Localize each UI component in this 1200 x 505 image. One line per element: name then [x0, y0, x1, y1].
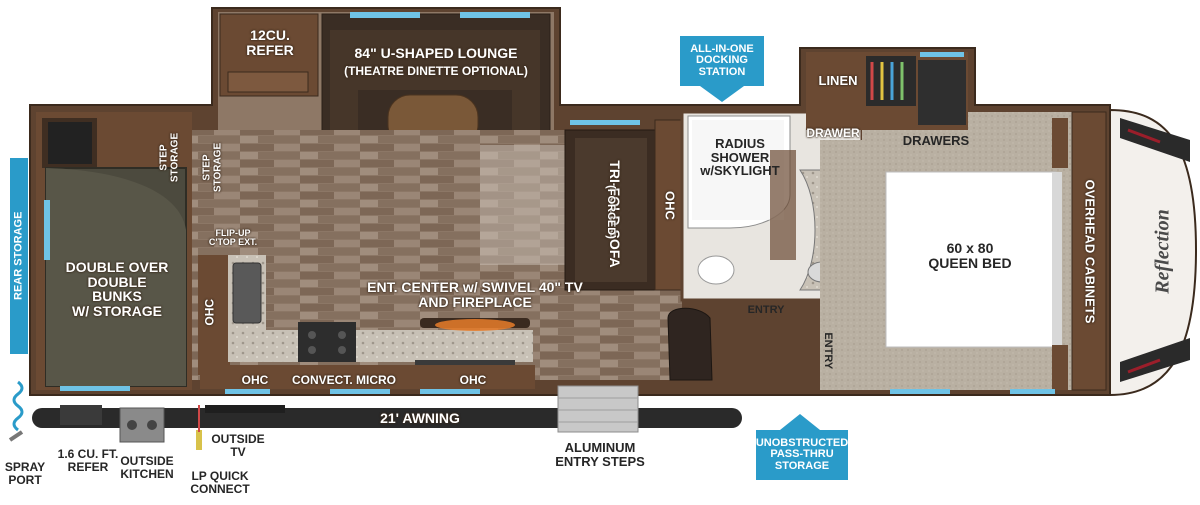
callout-arrows [700, 86, 820, 430]
bottom-windows [225, 389, 1055, 394]
linen-slide [806, 52, 968, 130]
entry-label-2: ENTRY [821, 332, 834, 370]
awning-label: 21' AWNING [380, 410, 460, 426]
ohc-sofa-label: OHC [662, 191, 678, 220]
ohc-bottom-right-label: OHC [459, 373, 487, 387]
entry-label-1: ENTRY [747, 304, 785, 316]
ohc-left-label: OHC [202, 298, 217, 326]
drawer-label: DRAWER [806, 126, 860, 140]
entry-steps [557, 385, 639, 433]
recliner [667, 307, 713, 381]
step-storage-label-2: STEP STORAGE [201, 142, 224, 193]
bunks-label: DOUBLE OVER DOUBLE BUNKS W/ STORAGE [65, 259, 169, 320]
spray-port-label: SPRAY PORT [4, 460, 46, 487]
bedroom [820, 111, 1107, 391]
rear-storage-label: REAR STORAGE [12, 211, 25, 301]
refer-16-label: 1.6 CU. FT. REFER [57, 447, 119, 474]
tri-fold-sofa [564, 119, 684, 291]
convect-micro-label: CONVECT. MICRO [291, 373, 396, 387]
outside-amenities [8, 380, 285, 450]
aluminum-steps-label: ALUMINUM ENTRY STEPS [555, 440, 645, 469]
kitchen-counter [198, 255, 535, 389]
queen-bed-label: 60 x 80 QUEEN BED [928, 240, 1012, 271]
fireplace [420, 318, 530, 331]
linen-label: LINEN [818, 73, 858, 88]
forced-label: (FORCED) [605, 185, 617, 239]
theatre-dinette-label: (THEATRE DINETTE OPTIONAL) [344, 64, 528, 78]
pass-thru-callout: UNOBSTRUCTED PASS-THRU STORAGE [756, 430, 848, 480]
radius-shower-label: RADIUS SHOWER w/SKYLIGHT [700, 136, 780, 179]
lp-quick-connect-label: LP QUICK CONNECT [190, 469, 250, 496]
refer-12-label: 12CU. REFER [246, 27, 294, 58]
flip-up-label: FLIP-UP C'TOP EXT. [208, 228, 258, 248]
bunk-room [36, 112, 192, 391]
ohc-bottom-left-label: OHC [241, 373, 269, 387]
outside-tv-label: OUTSIDE TV [211, 432, 265, 459]
docking-station-callout: ALL-IN-ONE DOCKING STATION [680, 36, 764, 86]
front-cap [1109, 108, 1198, 397]
u-lounge-label: 84" U-SHAPED LOUNGE [354, 45, 518, 61]
ent-center-label: ENT. CENTER w/ SWIVEL 40" TV AND FIREPLA… [367, 279, 583, 310]
outside-kitchen-label: OUTSIDE KITCHEN [120, 454, 174, 481]
drawers-label: DRAWERS [902, 133, 970, 148]
rear-storage-callout: REAR STORAGE [10, 158, 28, 354]
brand-logo: Reflection [1151, 209, 1174, 294]
slide-out-lounge [218, 12, 554, 148]
step-storage-label-1: STEP STORAGE [158, 132, 181, 183]
overhead-cabinets-label: OVERHEAD CABINETS [1082, 179, 1098, 324]
